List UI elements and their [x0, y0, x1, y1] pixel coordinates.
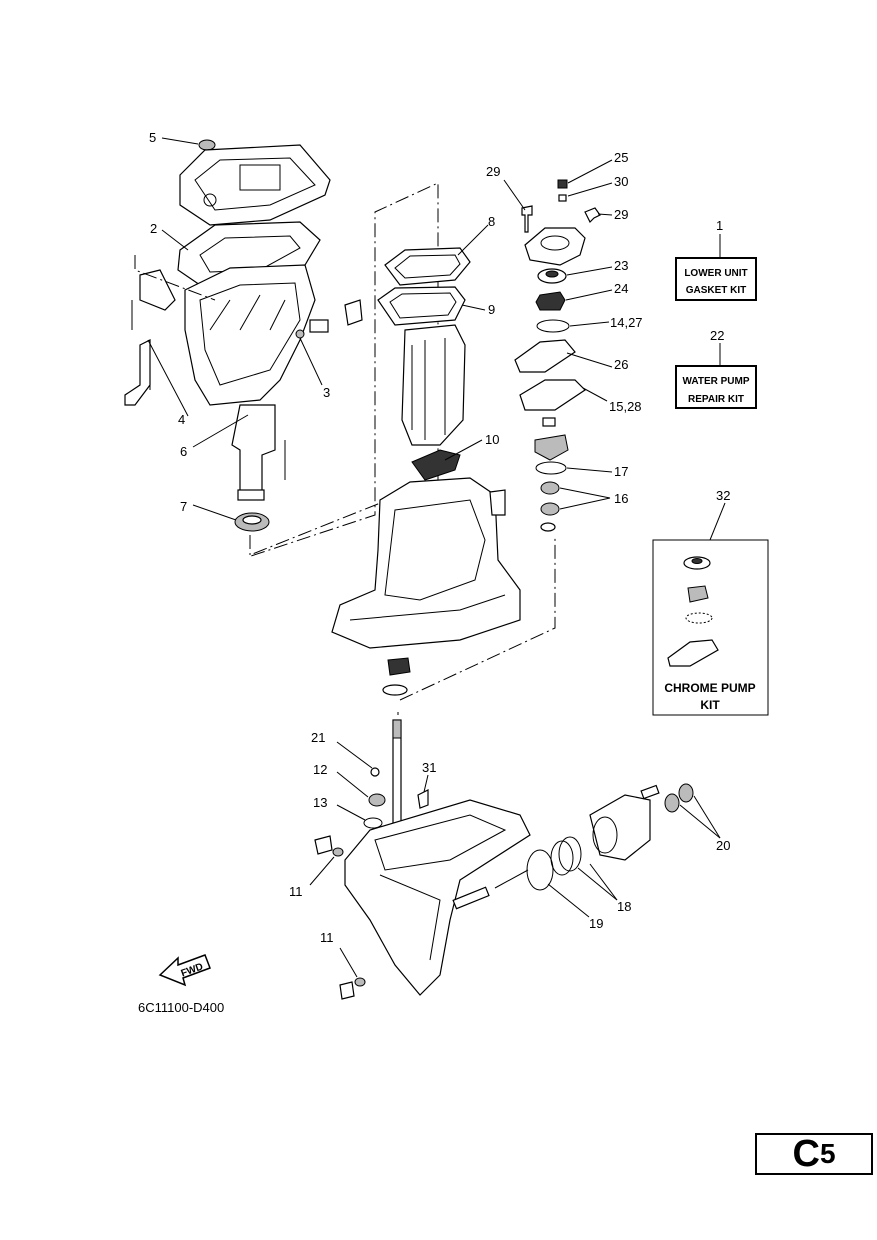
- oil-seal-housing[interactable]: [534, 434, 569, 461]
- label-14-27: 14,27: [610, 315, 643, 330]
- part-13-oring[interactable]: [363, 817, 383, 829]
- water-pump-kit-line2: REPAIR KIT: [688, 394, 744, 405]
- label-24: 24: [614, 281, 628, 296]
- label-5: 5: [149, 130, 156, 145]
- label-32: 32: [716, 488, 730, 503]
- label-15-28: 15,28: [609, 399, 642, 414]
- part-6-exhaust-guide[interactable]: [231, 404, 276, 496]
- label-6: 6: [180, 444, 187, 459]
- part-8-gasket[interactable]: [384, 247, 471, 286]
- part-19-oring[interactable]: [526, 849, 554, 891]
- label-20: 20: [716, 838, 730, 853]
- label-17: 17: [614, 464, 628, 479]
- lower-unit-kit-line1: LOWER UNIT: [684, 268, 747, 279]
- fwd-arrow: FWD: [158, 954, 211, 987]
- part-30-grommet[interactable]: [558, 194, 567, 202]
- part-3-grommet[interactable]: [344, 299, 363, 326]
- lower-unit-group: [314, 657, 694, 1000]
- part-4-bracket[interactable]: [139, 269, 176, 311]
- part-25-grommet[interactable]: [557, 179, 568, 189]
- label-19: 19: [589, 916, 603, 931]
- label-4: 4: [178, 412, 185, 427]
- upper-casing-group: [124, 139, 363, 532]
- label-18: 18: [617, 899, 631, 914]
- part-10-seal[interactable]: [411, 449, 461, 481]
- label-11-lower: 11: [320, 930, 334, 945]
- part-18-oring-b[interactable]: [558, 836, 582, 872]
- part-16-seal-lower[interactable]: [540, 502, 560, 516]
- label-12: 12: [313, 762, 327, 777]
- label-3: 3: [323, 385, 330, 400]
- label-29-left: 29: [486, 164, 500, 179]
- label-10: 10: [485, 432, 499, 447]
- bearing-housing[interactable]: [589, 794, 651, 861]
- part-15-28-gasket[interactable]: [519, 379, 586, 411]
- part-12-bushing[interactable]: [368, 793, 386, 807]
- pump-housing[interactable]: [524, 227, 586, 266]
- label-30: 30: [614, 174, 628, 189]
- label-13: 13: [313, 795, 327, 810]
- page-index-number: 5: [819, 1138, 836, 1169]
- part-16-seal-upper[interactable]: [540, 481, 560, 495]
- water-pump-kit-line1: WATER PUMP: [682, 376, 749, 387]
- lower-impeller[interactable]: [387, 657, 411, 676]
- part-11-bolt-upper[interactable]: [314, 835, 333, 855]
- exhaust-housing[interactable]: [401, 324, 466, 446]
- fwd-arrow-icon: [158, 954, 211, 987]
- part-34-plate[interactable]: [667, 639, 719, 667]
- label-29-right: 29: [614, 207, 628, 222]
- lower-gear-case[interactable]: [344, 799, 531, 996]
- chrome-pump-kit-box: CHROME PUMP KIT: [652, 539, 769, 716]
- part-17-oring[interactable]: [535, 461, 567, 475]
- label-21: 21: [311, 730, 325, 745]
- label-22: 22: [710, 328, 724, 343]
- label-7: 7: [180, 499, 187, 514]
- part-29-bolt-right[interactable]: [584, 207, 601, 224]
- label-2: 2: [150, 221, 157, 236]
- part-14-27-oring[interactable]: [536, 319, 570, 333]
- center-gaskets-group: [331, 247, 521, 649]
- assembly-guide-lines: [134, 182, 556, 715]
- part-20-bearing-a[interactable]: [664, 793, 680, 813]
- water-pump-group: [514, 179, 601, 532]
- label-8: 8: [488, 214, 495, 229]
- label-26: 26: [614, 357, 628, 372]
- part-21-washer[interactable]: [370, 767, 380, 777]
- part-9-gasket[interactable]: [377, 286, 466, 326]
- chrome-kit-line1: CHROME PUMP: [664, 681, 755, 695]
- label-9: 9: [488, 302, 495, 317]
- label-16: 16: [614, 491, 628, 506]
- label-11-upper: 11: [289, 884, 303, 899]
- lower-unit-kit-line2: GASKET KIT: [686, 285, 747, 296]
- upper-casing-body[interactable]: [184, 264, 316, 406]
- part-11-bolt-lower[interactable]: [339, 981, 355, 1000]
- leader-lines: [147, 137, 739, 978]
- chrome-kit-oring[interactable]: [685, 612, 713, 624]
- label-25: 25: [614, 150, 628, 165]
- top-cover-plate[interactable]: [179, 144, 331, 226]
- part-5-seal[interactable]: [198, 139, 216, 151]
- propeller-shaft[interactable]: [452, 886, 490, 910]
- label-31: 31: [422, 760, 436, 775]
- label-23: 23: [614, 258, 628, 273]
- water-pump-repair-kit-box: WATER PUMP REPAIR KIT: [675, 365, 757, 409]
- label-1: 1: [716, 218, 723, 233]
- part-26-plate[interactable]: [514, 339, 576, 373]
- part-18-oring-a[interactable]: [550, 840, 574, 876]
- page-index-letter: C: [792, 1133, 820, 1175]
- chrome-kit-line2: KIT: [700, 698, 720, 712]
- drawing-code: 6C11100-D400: [138, 1000, 224, 1015]
- part-29-bolt-left[interactable]: [521, 205, 533, 233]
- part-31-key[interactable]: [417, 789, 429, 809]
- part-24-impeller[interactable]: [535, 291, 566, 311]
- lower-unit-gasket-kit-box: LOWER UNIT GASKET KIT: [675, 257, 757, 301]
- chrome-kit-impeller[interactable]: [687, 585, 709, 603]
- part-20-bearing-b[interactable]: [678, 783, 694, 803]
